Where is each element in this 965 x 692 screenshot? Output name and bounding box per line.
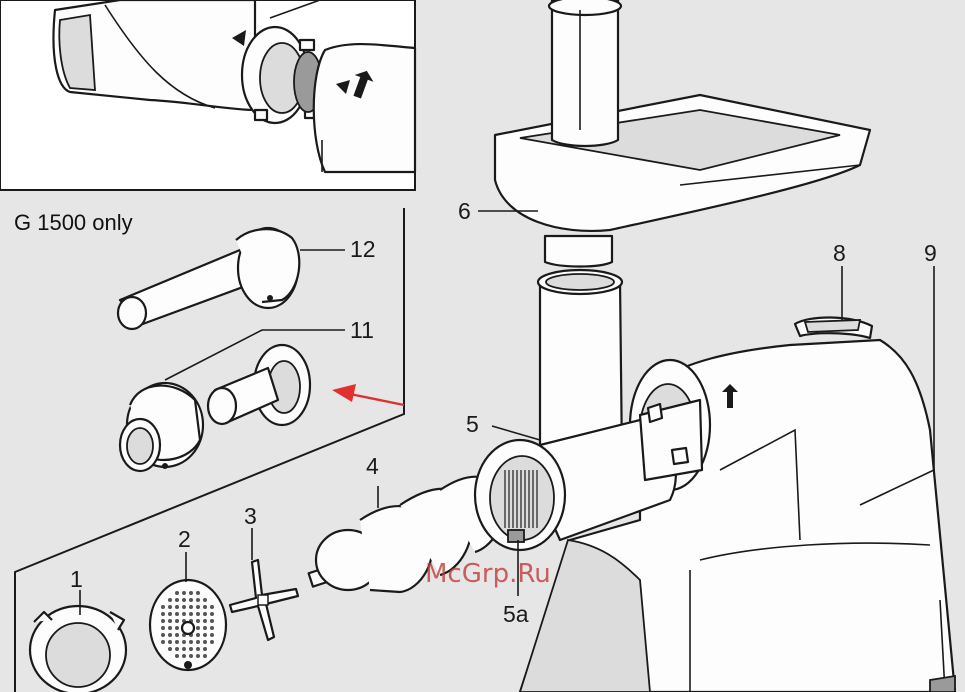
- disc-hole: [196, 647, 200, 651]
- disc-hole: [210, 640, 214, 644]
- disc-hole: [203, 647, 207, 651]
- disc-hole: [168, 612, 172, 616]
- disc-hole: [196, 591, 200, 595]
- disc-hole: [203, 598, 207, 602]
- disc-hole: [161, 619, 165, 623]
- disc-hole: [196, 612, 200, 616]
- disc-hole: [203, 654, 207, 658]
- disc-hole: [182, 612, 186, 616]
- disc-hole: [168, 626, 172, 630]
- disc-hole: [182, 640, 186, 644]
- disc-hole: [210, 612, 214, 616]
- disc-hole: [196, 626, 200, 630]
- disc-hole: [168, 640, 172, 644]
- disc-hole: [196, 654, 200, 658]
- label-5: 5: [466, 411, 479, 437]
- disc-hole: [210, 626, 214, 630]
- disc-hole: [182, 591, 186, 595]
- disc-hole: [182, 647, 186, 651]
- disc-hole: [203, 612, 207, 616]
- disc-hole: [175, 598, 179, 602]
- part-2-perforated-disc: [150, 580, 226, 670]
- disc-hole: [168, 598, 172, 602]
- disc-hole: [161, 612, 165, 616]
- inset-panel-top: [0, 0, 415, 190]
- disc-hole: [168, 605, 172, 609]
- disc-hole: [196, 619, 200, 623]
- insert-direction-arrow: [332, 384, 404, 405]
- disc-hole: [161, 605, 165, 609]
- disc-hole: [210, 633, 214, 637]
- disc-hole: [189, 647, 193, 651]
- disc-hole: [175, 619, 179, 623]
- label-11: 11: [350, 317, 374, 343]
- disc-hole: [168, 633, 172, 637]
- label-5a: 5a: [503, 601, 529, 627]
- disc-hole: [189, 605, 193, 609]
- label-4: 4: [366, 453, 379, 479]
- disc-hole: [175, 591, 179, 595]
- disc-hole: [189, 640, 193, 644]
- disc-hole: [196, 640, 200, 644]
- disc-hole: [168, 619, 172, 623]
- label-2: 2: [178, 526, 191, 552]
- disc-hole: [175, 654, 179, 658]
- label-9: 9: [924, 240, 937, 266]
- disc-hole: [175, 640, 179, 644]
- label-8: 8: [833, 240, 846, 266]
- label-12: 12: [350, 236, 376, 262]
- disc-hole: [182, 654, 186, 658]
- disc-hole: [161, 626, 165, 630]
- disc-hole: [189, 612, 193, 616]
- disc-hole: [210, 605, 214, 609]
- disc-hole: [168, 647, 172, 651]
- disc-hole: [182, 598, 186, 602]
- disc-hole: [203, 605, 207, 609]
- disc-hole: [203, 633, 207, 637]
- disc-hole: [210, 619, 214, 623]
- disc-hole: [189, 598, 193, 602]
- disc-hole: [203, 640, 207, 644]
- model-note: G 1500 only: [14, 210, 133, 235]
- watermark: McGrp.Ru: [425, 559, 551, 589]
- disc-hole: [196, 633, 200, 637]
- label-1: 1: [70, 566, 83, 592]
- part-6-tray: [495, 0, 870, 267]
- part-11-kebbe-attachment: [120, 345, 310, 471]
- disc-hole: [161, 640, 165, 644]
- disc-hole: [175, 633, 179, 637]
- label-6: 6: [458, 198, 471, 224]
- disc-hole: [196, 605, 200, 609]
- part-3-cutting-blade: [230, 560, 298, 640]
- disc-hole: [189, 654, 193, 658]
- disc-hole: [203, 619, 207, 623]
- disc-hole: [175, 626, 179, 630]
- disc-hole: [175, 605, 179, 609]
- label-3: 3: [244, 503, 257, 529]
- disc-hole: [175, 612, 179, 616]
- disc-hole: [175, 647, 179, 651]
- disc-hole: [196, 598, 200, 602]
- disc-hole: [161, 633, 165, 637]
- part-12-sausage-nozzle: [118, 228, 299, 329]
- disc-hole: [182, 605, 186, 609]
- part-1-ring-nut: [30, 606, 126, 692]
- disc-hole: [203, 626, 207, 630]
- disc-hole: [189, 591, 193, 595]
